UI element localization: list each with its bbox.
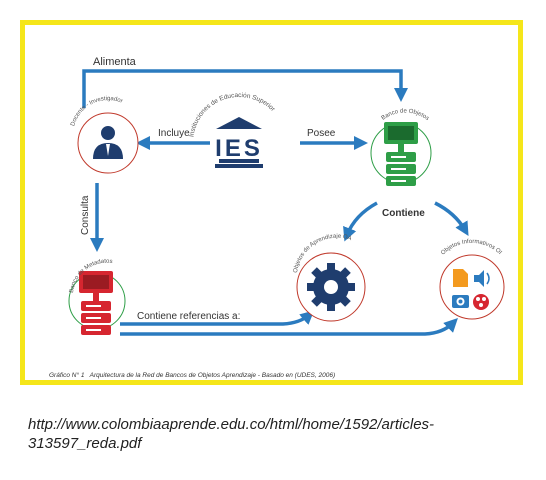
camera-icon (452, 295, 469, 308)
caption-label: Gráfico N° 1 (49, 372, 85, 379)
svg-text:Banco de Objetos: Banco de Objetos (381, 108, 430, 122)
contiene-arrow-right (434, 201, 469, 237)
metadata-server-icon (79, 271, 113, 335)
posee-label: Posee (307, 128, 336, 139)
ref-oi-arrow (120, 318, 458, 336)
objetos-aprendizaje-node: Objetos de Aprendizaje OA (293, 234, 366, 322)
source-url: http://www.colombiaaprende.edu.co/html/h… (28, 415, 528, 453)
diagram-frame: Alimenta Incluye Posee Consulta Contiene… (20, 20, 523, 385)
ref-oa-arrow (120, 310, 315, 326)
document-icon (453, 269, 468, 287)
ies-label: Instituciones de Educación Superior (188, 92, 276, 138)
svg-text:Objetos Informativos OI: Objetos Informativos OI (440, 239, 503, 257)
architecture-diagram: Alimenta Incluye Posee Consulta Contiene… (68, 56, 505, 336)
speaker-icon (474, 270, 490, 287)
contiene-referencias-label: Contiene referencias a: (137, 311, 240, 322)
arrows (82, 69, 469, 336)
source-line-2: 313597_reda.pdf (28, 435, 142, 452)
server-icon (384, 122, 418, 186)
alimenta-arrow (82, 69, 408, 108)
source-line-1: http://www.colombiaaprende.edu.co/html/h… (28, 416, 435, 433)
banco-metadatos-node: Banco de Metadatos (68, 259, 126, 335)
objetos-informativos-label: Objetos Informativos OI (440, 239, 503, 257)
consulta-label: Consulta (80, 195, 91, 235)
building-icon (215, 117, 263, 168)
caption-text: Arquitectura de la Red de Bancos de Obje… (89, 372, 336, 379)
alimenta-label: Alimenta (93, 56, 137, 68)
incluye-label: Incluye (158, 128, 190, 139)
ies-logo-text: IES (215, 135, 263, 162)
objetos-informativos-node: Objetos Informativos OI (439, 239, 505, 320)
contiene-label: Contiene (382, 208, 425, 219)
ies-node: Instituciones de Educación Superior IES (188, 92, 277, 168)
docente-node: Docente - Investigador (70, 96, 139, 174)
user-icon (101, 126, 115, 140)
banco-objetos-node: Banco de Objetos (370, 108, 432, 186)
film-reel-icon (473, 294, 489, 310)
gear-icon (307, 263, 355, 311)
figure-caption: Gráfico N° 1 Arquitectura de la Red de B… (49, 372, 335, 379)
svg-text:Instituciones de Educación Sup: Instituciones de Educación Superior (188, 92, 276, 138)
contiene-arrow-left (343, 201, 378, 242)
banco-objetos-label: Banco de Objetos (381, 108, 430, 122)
